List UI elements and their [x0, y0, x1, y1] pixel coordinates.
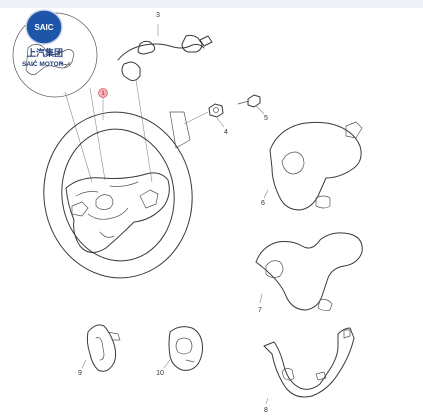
- callout-1-label: 1: [101, 91, 105, 97]
- steering-wheel-inner-rim: [61, 128, 175, 262]
- detail-leader-line-a: [64, 91, 93, 183]
- switch-9-body: [86, 324, 117, 372]
- callout-6-label: 6: [261, 200, 265, 207]
- callout-9-leader: [81, 359, 87, 369]
- harness-end-connector: [121, 61, 141, 81]
- steering-wheel-hub: [65, 172, 170, 253]
- nut-part: [208, 103, 225, 128]
- callout-7-leader: [259, 293, 263, 304]
- bolt-shaft: [237, 100, 250, 105]
- callout-3-label: 3: [156, 12, 160, 19]
- saic-logo-chinese-name: 上汽集团: [27, 47, 63, 59]
- wheel-clip-bracket: [169, 111, 191, 149]
- callout-1-badge: [98, 88, 108, 98]
- detail-leader-line-b: [89, 87, 106, 181]
- nut-hole: [213, 107, 219, 113]
- steering-wheel-center-boss: [95, 194, 114, 210]
- switch-module-10: [163, 326, 203, 371]
- bolt-part: [237, 94, 265, 115]
- detail-zoom-circle: [12, 12, 106, 183]
- trim-cover-8: [263, 327, 355, 405]
- harness-clip-a: [137, 40, 156, 55]
- detail-connector-lines: [31, 59, 71, 69]
- trim-cover-8-outer: [263, 327, 355, 398]
- harness-leader-line: [135, 79, 153, 183]
- callout-9-label: 9: [78, 370, 82, 377]
- steering-wheel-switch-mounts: [71, 189, 159, 217]
- switch-9-details: [95, 331, 121, 361]
- callout-4-leader: [216, 117, 225, 128]
- callout-8-leader: [265, 397, 269, 405]
- switch-10-body: [168, 326, 203, 371]
- saic-logo-badge: [26, 10, 62, 44]
- top-band: [0, 0, 423, 8]
- trim-cover-6-outer: [269, 121, 362, 211]
- steering-wheel-hub-details: [75, 181, 139, 238]
- callout-4-label: 4: [224, 129, 228, 136]
- callout-8-label: 8: [264, 407, 268, 414]
- switch-10-details: [175, 337, 195, 363]
- harness-cable: [117, 43, 205, 61]
- harness-plug: [199, 35, 213, 47]
- saic-logo-english-name: SAIC MOTOR: [22, 61, 64, 68]
- trim-cover-6-tab: [345, 121, 363, 139]
- bracket-leader-line: [183, 111, 209, 125]
- trim-cover-8-inner: [281, 329, 351, 381]
- harness-connector: [181, 34, 203, 53]
- saic-logo: SAIC 上汽集团 SAIC MOTOR: [22, 9, 64, 68]
- steering-wheel-outer-rim: [43, 111, 193, 279]
- bolt-head: [247, 94, 261, 108]
- trim-cover-6: [263, 121, 363, 211]
- callout-10-label: 10: [156, 370, 164, 377]
- callout-5-label: 5: [264, 115, 268, 122]
- callout-6-leader: [263, 189, 269, 199]
- saic-logo-ring: [25, 9, 63, 45]
- saic-logo-badge-text: SAIC: [34, 23, 53, 32]
- detail-connector-part: [25, 44, 75, 75]
- trim-cover-7-inner: [265, 260, 333, 312]
- wiring-harness-part: [117, 24, 213, 183]
- switch-module-9: [81, 324, 121, 372]
- nut-hex: [208, 103, 224, 118]
- trim-cover-7: [255, 232, 363, 312]
- trim-cover-7-outer: [255, 232, 363, 311]
- steering-wheel-assembly: [43, 97, 193, 279]
- callout-7-label: 7: [258, 307, 262, 314]
- callout-10-leader: [163, 359, 171, 369]
- callout-5-leader: [255, 105, 265, 115]
- trim-cover-6-inner: [281, 151, 331, 209]
